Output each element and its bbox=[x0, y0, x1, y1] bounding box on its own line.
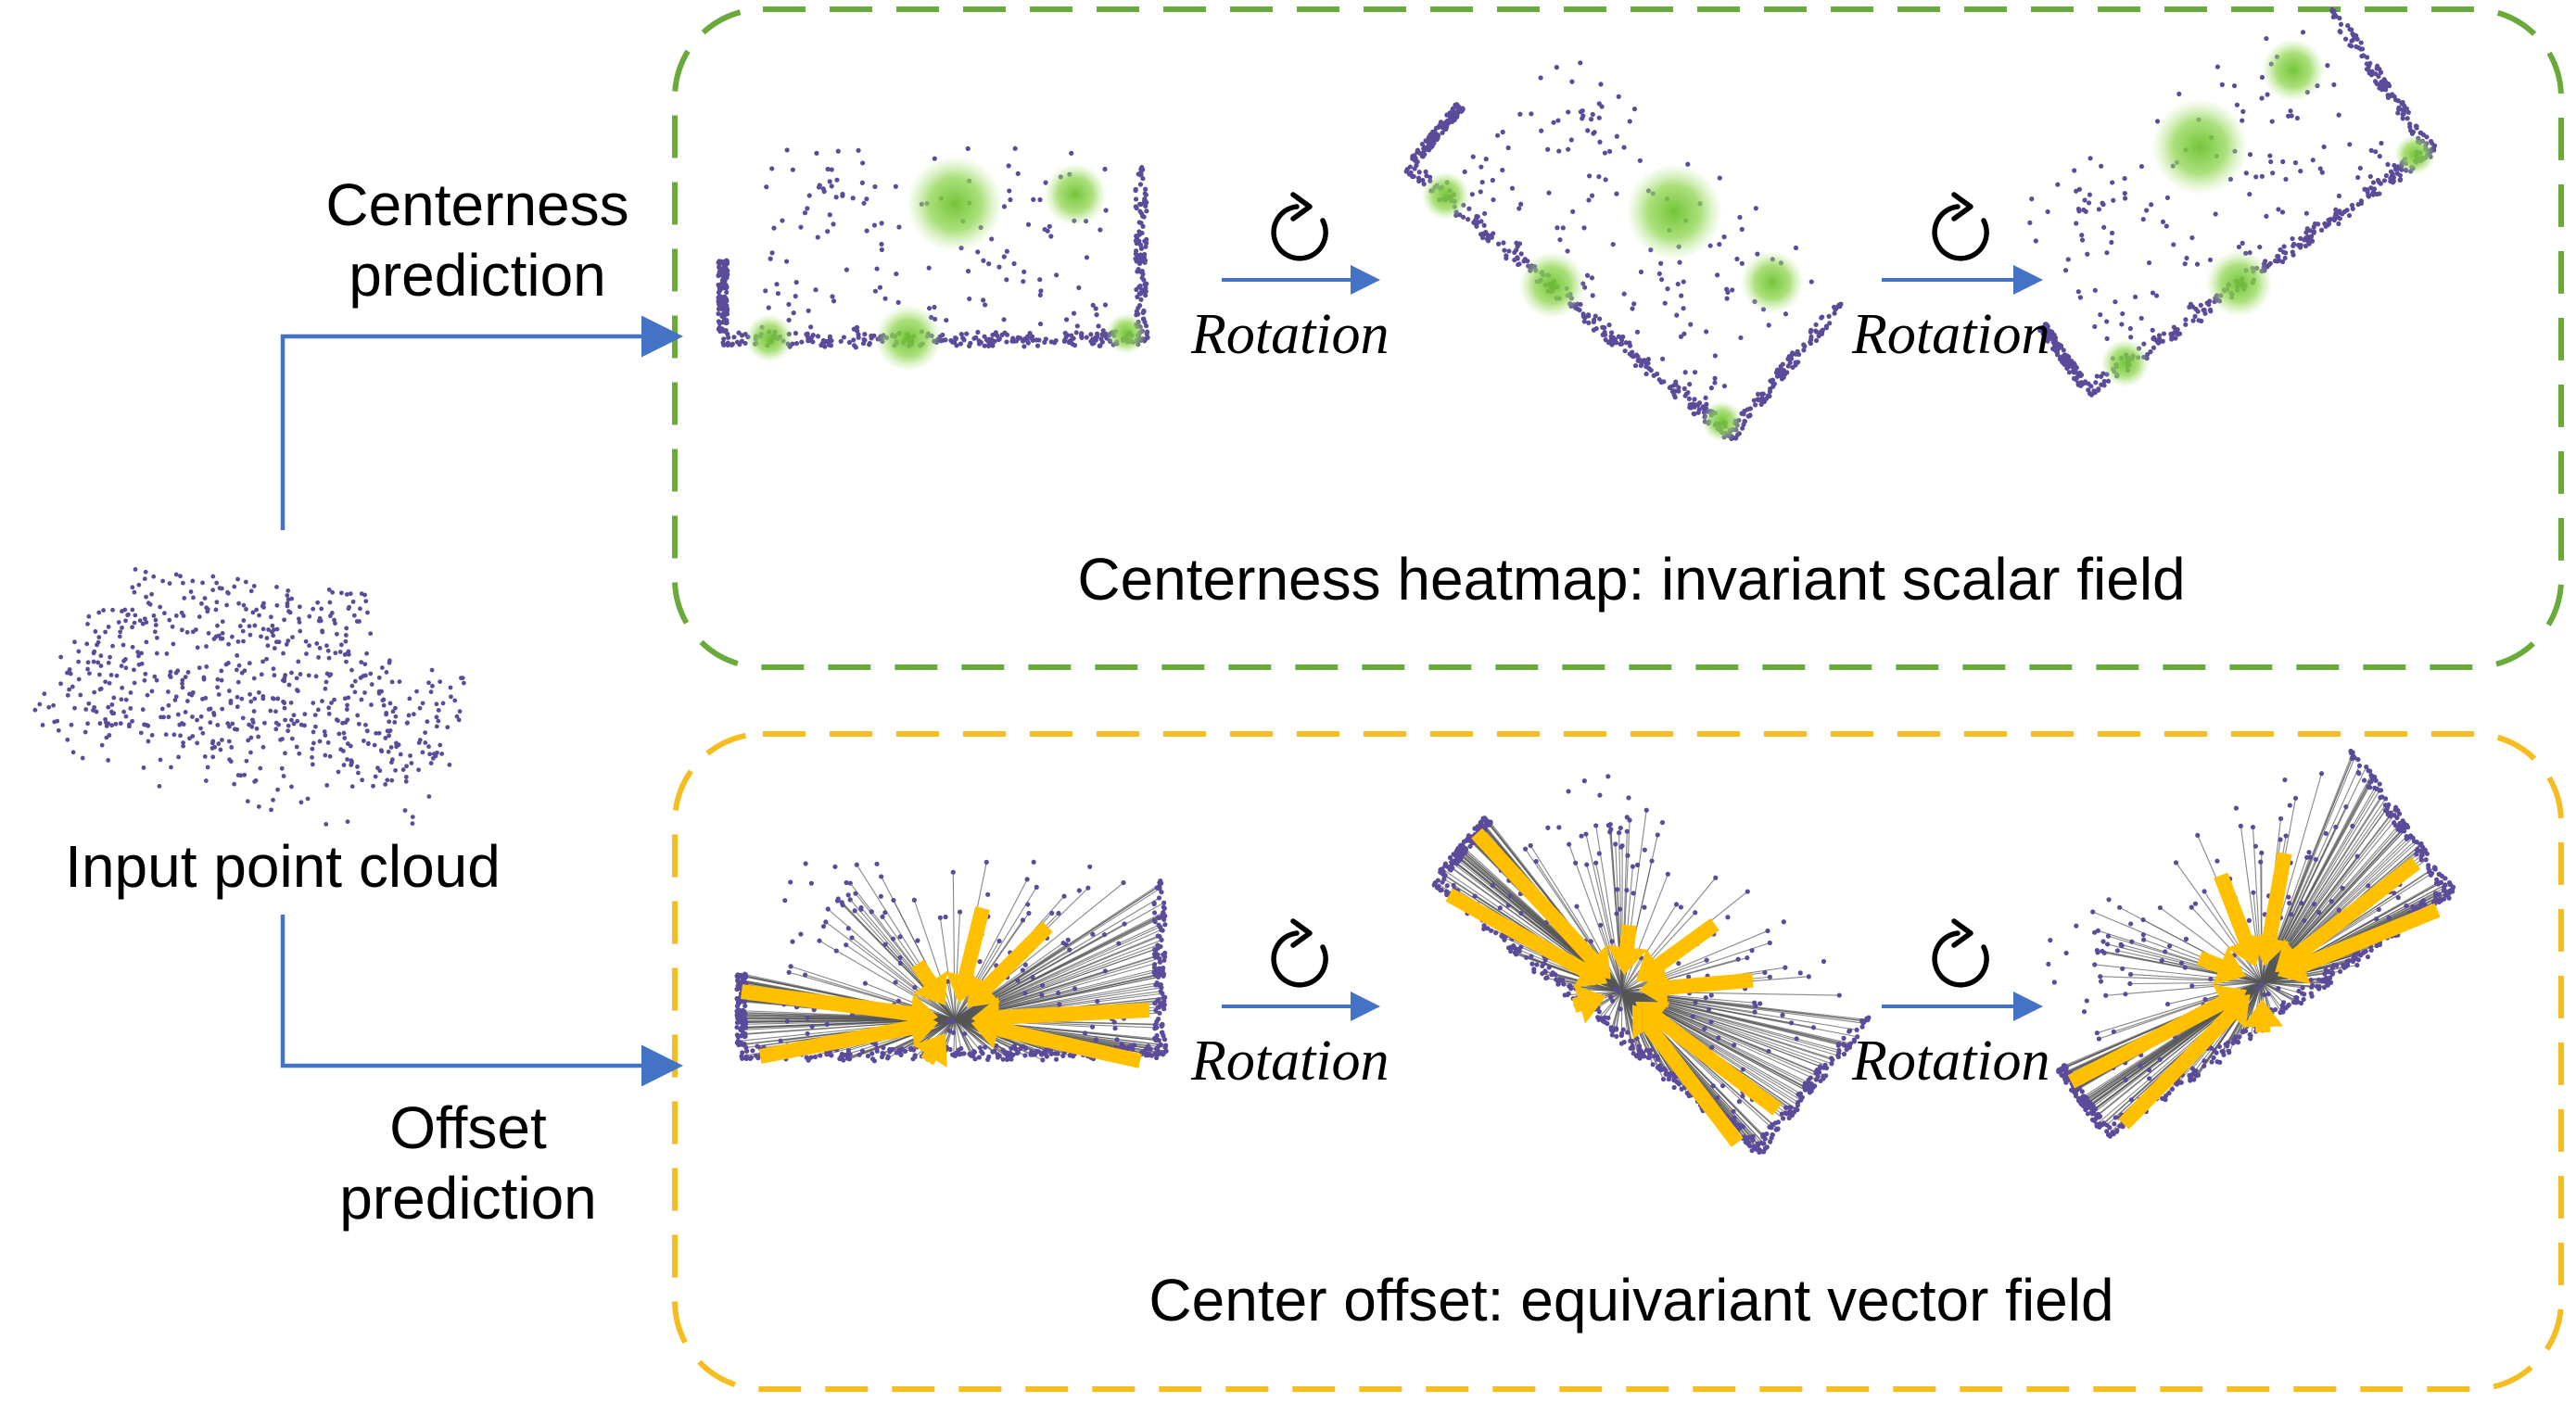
scalar-field-caption: Centerness heatmap: invariant scalar fie… bbox=[927, 545, 2336, 613]
centerness-label-line1: Centerness bbox=[306, 171, 649, 241]
center-offset-view-3 bbox=[2046, 749, 2455, 1139]
centerness-heatmap-view-3 bbox=[2027, 7, 2437, 398]
clockwise-rotate-icon bbox=[1274, 921, 1326, 985]
offset-label-line1: Offset bbox=[306, 1093, 630, 1164]
rotation-label: Rotation bbox=[1191, 1029, 1390, 1094]
center-offset-view-1 bbox=[734, 860, 1168, 1068]
rotation-label: Rotation bbox=[1852, 302, 2050, 368]
offset-prediction-label: Offset prediction bbox=[306, 1093, 630, 1233]
rotation-label: Rotation bbox=[1191, 302, 1390, 368]
clockwise-rotate-icon bbox=[1274, 195, 1326, 259]
centerness-label-line2: prediction bbox=[306, 241, 649, 311]
clockwise-rotate-icon bbox=[1935, 921, 1986, 985]
input-point-cloud bbox=[32, 567, 465, 827]
rotation-label: Rotation bbox=[1852, 1029, 2050, 1094]
clockwise-rotate-icon bbox=[1935, 195, 1986, 259]
input-point-cloud-label: Input point cloud bbox=[37, 832, 528, 903]
offset-branch-arrow bbox=[283, 915, 675, 1066]
offset-label-line2: prediction bbox=[306, 1164, 630, 1234]
vector-field-caption: Center offset: equivariant vector field bbox=[927, 1266, 2336, 1334]
centerness-prediction-label: Centerness prediction bbox=[306, 171, 649, 310]
centerness-branch-arrow bbox=[283, 336, 675, 530]
centerness-heatmap-view-1 bbox=[716, 146, 1149, 372]
centerness-heatmap-view-2 bbox=[1404, 60, 1844, 442]
center-offset-view-2 bbox=[1432, 774, 1872, 1155]
